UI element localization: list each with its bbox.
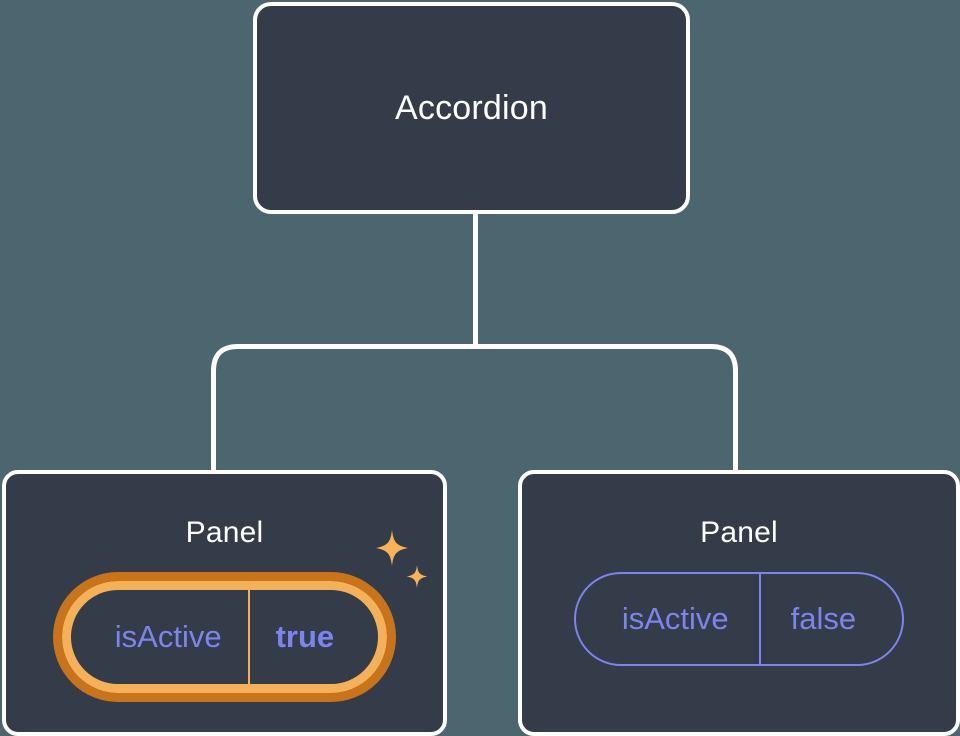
- edge-bus: [211, 344, 738, 472]
- node-panel-right[interactable]: Panel isActive false: [518, 470, 960, 736]
- sparkle-icon-small: [406, 565, 428, 588]
- sparkles-group: [376, 530, 428, 588]
- node-panel-right-title: Panel: [700, 516, 778, 549]
- node-panel-left[interactable]: Panel isActive true: [2, 470, 447, 736]
- prop-pill-wrap-right: isActive false: [573, 572, 905, 666]
- node-accordion-title: Accordion: [395, 89, 548, 127]
- prop-key: isActive: [621, 601, 729, 636]
- prop-value: true: [247, 590, 379, 684]
- prop-key: isActive: [114, 619, 222, 654]
- prop-pill-wrap-left: isActive true: [52, 530, 428, 702]
- node-accordion[interactable]: Accordion: [253, 2, 690, 214]
- node-panel-left-title: Panel: [185, 516, 264, 549]
- prop-pill-isactive-false[interactable]: isActive false: [573, 572, 905, 666]
- prop-value: false: [758, 574, 902, 664]
- prop-pill-isactive-true[interactable]: isActive true: [52, 572, 397, 702]
- sparkle-icon-large: [376, 530, 409, 566]
